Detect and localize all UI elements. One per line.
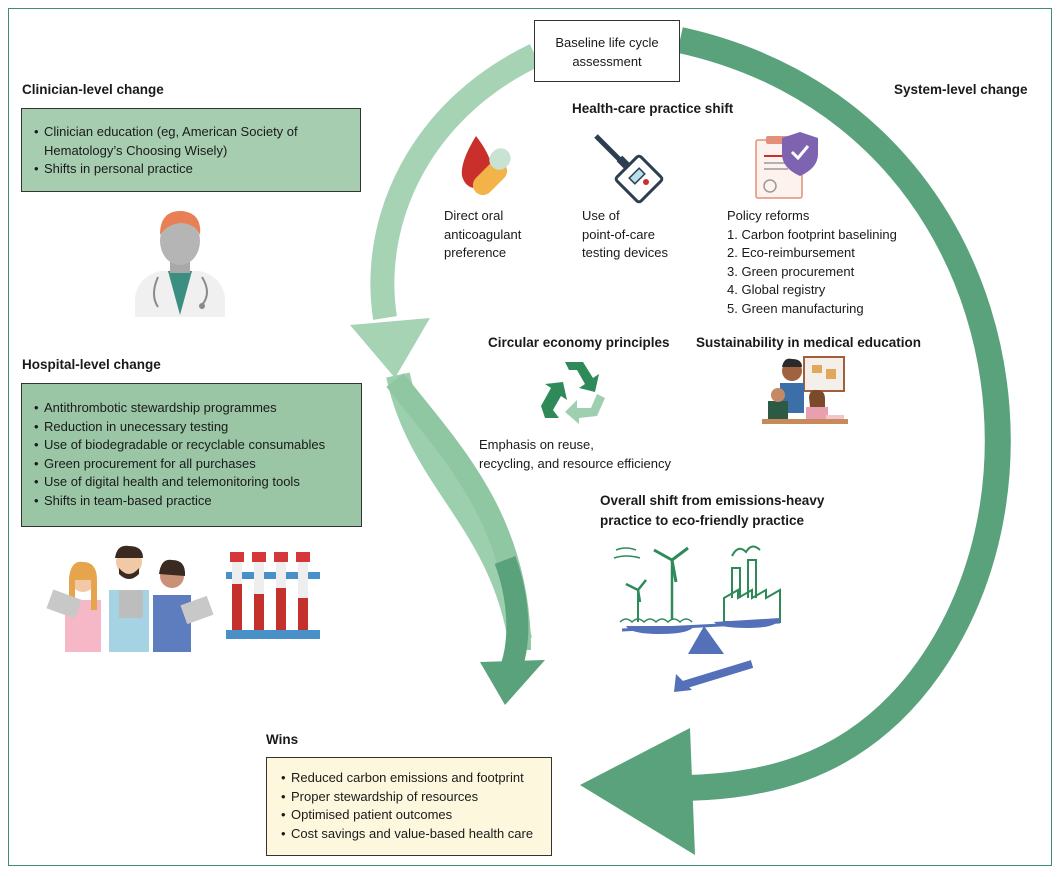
circular-text: Emphasis on reuse, recycling, and resour… <box>479 437 671 471</box>
recycle-icon <box>541 362 605 424</box>
circular-heading: Circular economy principles <box>488 335 670 350</box>
education-classroom-icon <box>762 356 848 424</box>
hospital-item: Shifts in team-based practice <box>34 492 351 511</box>
doctor-icon <box>135 210 225 317</box>
policy-text: Policy reforms 1. Carbon footprint basel… <box>727 208 897 316</box>
clinician-arrow <box>370 44 541 320</box>
system-heading: System-level change <box>894 82 1028 97</box>
wins-item: Optimised patient outcomes <box>281 806 541 825</box>
clinician-heading: Clinician-level change <box>22 82 164 97</box>
wins-box: Reduced carbon emissions and footprint P… <box>266 757 552 856</box>
clinician-item-cont: Hematology’s Choosing Wisely) <box>44 142 228 158</box>
hospital-item: Antithrombotic stewardship programmes <box>34 399 351 418</box>
hospital-item: Green procurement for all purchases <box>34 455 351 474</box>
figure-frame <box>8 8 1052 866</box>
hospital-box: Antithrombotic stewardship programmes Re… <box>21 383 362 527</box>
clinician-item: Clinician education (eg, American Societ… <box>34 123 350 142</box>
wins-heading: Wins <box>266 732 299 747</box>
care-team-icon <box>46 545 214 652</box>
anticoagulant-pill-icon <box>461 136 511 196</box>
wins-item: Proper stewardship of resources <box>281 788 541 807</box>
baseline-line1: Baseline life cycle <box>555 35 659 50</box>
baseline-lca-box: Baseline life cycle assessment <box>534 20 680 82</box>
hospital-item: Use of digital health and telemonitoring… <box>34 473 351 492</box>
hospital-heading: Hospital-level change <box>22 357 161 372</box>
system-level-arrow <box>659 27 1011 802</box>
overall-heading: Overall shift from emissions-heavy pract… <box>600 493 825 528</box>
baseline-line2: assessment <box>572 54 642 69</box>
hospital-item: Reduction in unecessary testing <box>34 418 351 437</box>
practice-heading: Health-care practice shift <box>572 101 734 116</box>
wins-item: Cost savings and value-based health care <box>281 825 541 844</box>
clinician-item: Shifts in personal practice <box>34 160 350 179</box>
policy-document-icon <box>755 132 818 199</box>
system-level-arrowhead <box>580 728 695 855</box>
education-heading: Sustainability in medical education <box>696 335 922 350</box>
wins-item: Reduced carbon emissions and footprint <box>281 769 541 788</box>
clinician-box: Clinician education (eg, American Societ… <box>21 108 361 192</box>
hospital-item: Use of biodegradable or recyclable consu… <box>34 436 351 455</box>
emissions-balance-scale-icon <box>613 545 781 692</box>
poc-text: Use of point-of-care testing devices <box>582 208 668 260</box>
doac-text: Direct oral anticoagulant preference <box>444 208 522 260</box>
blood-tubes-icon <box>226 552 320 639</box>
hospital-arrowhead <box>480 660 545 705</box>
point-of-care-device-icon <box>594 134 664 204</box>
clinician-arrowhead <box>350 318 430 378</box>
